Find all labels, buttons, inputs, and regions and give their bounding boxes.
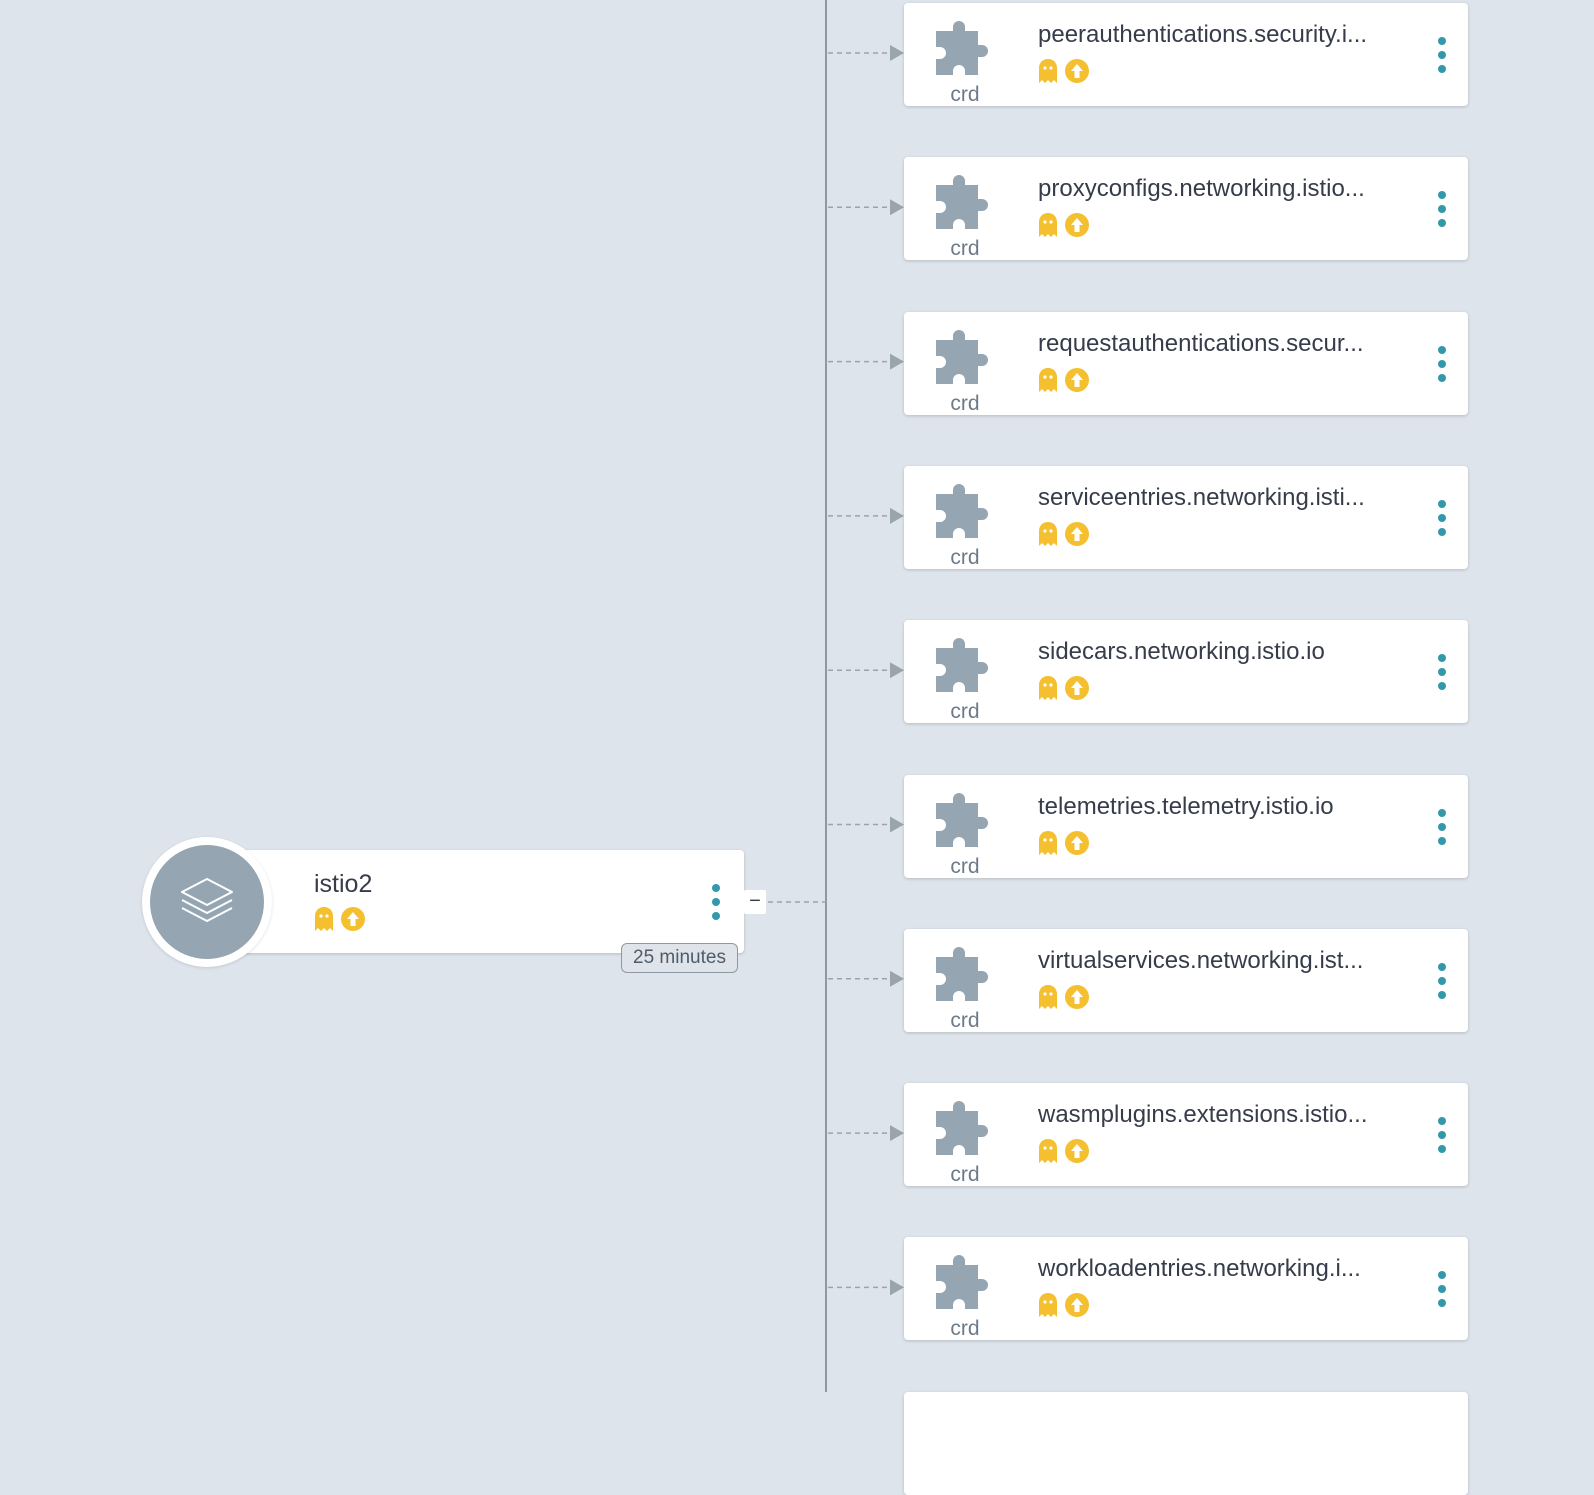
resource-node-card[interactable]: crd virtualservices.networking.ist...: [904, 928, 1468, 1032]
resource-node-card[interactable]: crd serviceentries.networking.isti...: [904, 465, 1468, 569]
resource-node-card[interactable]: crd proxyconfigs.networking.istio...: [904, 157, 1468, 261]
ghost-icon: [1039, 830, 1057, 855]
app-node-card[interactable]: istio2: [220, 850, 744, 953]
sync-arrow-icon: [1065, 984, 1089, 1009]
ghost-icon: [1039, 1139, 1057, 1164]
resource-name: telemetries.telemetry.istio.io: [1038, 792, 1334, 820]
sync-arrow-icon: [1065, 521, 1089, 546]
resource-menu-button[interactable]: [1432, 496, 1452, 540]
ghost-icon: [1039, 984, 1057, 1009]
branch-arrow: [890, 1279, 904, 1296]
sync-arrow-icon: [1065, 213, 1089, 238]
branch-arrow: [890, 199, 904, 216]
puzzle-piece-icon: [936, 946, 988, 1001]
ghost-icon: [1039, 676, 1057, 701]
ghost-icon: [1039, 213, 1057, 238]
resource-node-card[interactable]: crd telemetries.telemetry.istio.io: [904, 774, 1468, 878]
ghost-icon: [315, 907, 333, 931]
resource-node-card[interactable]: crd peerauthentications.security.i...: [904, 3, 1468, 106]
resource-kind-label: crd: [950, 237, 980, 261]
resource-status: [1038, 984, 1090, 1010]
resource-kind-label: crd: [950, 83, 980, 106]
puzzle-piece-icon: [936, 638, 988, 693]
puzzle-piece-icon: [936, 175, 988, 230]
branch-arrow: [890, 662, 904, 679]
resource-status: [1038, 830, 1090, 856]
ghost-icon: [1039, 367, 1057, 392]
sync-arrow-icon: [1065, 59, 1089, 83]
puzzle-piece-icon: [936, 21, 988, 75]
resource-name: requestauthentications.secur...: [1038, 329, 1364, 357]
puzzle-piece-icon: [936, 1101, 988, 1156]
resource-kind-label: crd: [950, 854, 980, 878]
branch-arrow: [890, 1125, 904, 1142]
app-node-status: [314, 906, 366, 932]
puzzle-piece-icon: [936, 1255, 988, 1310]
app-node-menu-button[interactable]: [706, 880, 726, 924]
resource-name: serviceentries.networking.isti...: [1038, 483, 1365, 511]
resource-node-card[interactable]: crd wasmplugins.extensions.istio...: [904, 1083, 1468, 1187]
resource-menu-button[interactable]: [1432, 805, 1452, 849]
resource-kind-label: crd: [950, 700, 980, 724]
puzzle-piece-icon: [936, 483, 988, 538]
branch-arrow: [890, 507, 904, 524]
age-badge: 25 minutes: [621, 943, 738, 973]
sync-arrow-icon: [1065, 1139, 1089, 1164]
ghost-icon: [1039, 59, 1057, 83]
resource-status: [1038, 1138, 1090, 1164]
tree-connector-lines: [768, 0, 904, 1392]
ghost-icon: [1039, 521, 1057, 546]
ghost-icon: [1039, 1293, 1057, 1318]
resource-status: [1038, 675, 1090, 701]
resource-status: [1038, 521, 1090, 547]
app-node-name: istio2: [314, 870, 373, 898]
branch-arrow: [890, 353, 904, 370]
puzzle-piece-icon: [936, 792, 988, 847]
resource-menu-button[interactable]: [1432, 33, 1452, 77]
collapse-toggle-button[interactable]: −: [744, 890, 766, 914]
layers-icon: [181, 878, 233, 922]
resource-menu-button[interactable]: [1432, 342, 1452, 386]
resource-node-card[interactable]: crd sidecars.networking.istio.io: [904, 620, 1468, 724]
sync-arrow-icon: [1065, 367, 1089, 392]
resource-menu-button[interactable]: [1432, 187, 1452, 231]
resource-status: [1038, 58, 1090, 84]
resource-name: virtualservices.networking.ist...: [1038, 946, 1364, 974]
resource-kind-label: crd: [950, 1008, 980, 1032]
resource-kind-label: crd: [950, 1317, 980, 1341]
resource-menu-button[interactable]: [1432, 1267, 1452, 1311]
resource-node-card[interactable]: crd workloadentries.networking.i...: [904, 1237, 1468, 1341]
resource-menu-button[interactable]: [1432, 1113, 1452, 1157]
resource-kind-label: crd: [950, 1163, 980, 1187]
resource-status: [1038, 1292, 1090, 1318]
sync-arrow-icon: [1065, 676, 1089, 701]
resource-name: wasmplugins.extensions.istio...: [1038, 1101, 1368, 1129]
puzzle-piece-icon: [936, 329, 988, 384]
branch-arrow: [890, 45, 904, 61]
resource-name: peerauthentications.security.i...: [1038, 21, 1368, 48]
resource-name: proxyconfigs.networking.istio...: [1038, 175, 1365, 203]
sync-arrow-icon: [1065, 1293, 1089, 1318]
app-node-icon-circle: [142, 837, 272, 967]
resource-status: [1038, 212, 1090, 238]
resource-node-card-partial[interactable]: [904, 1391, 1468, 1495]
resource-node-card[interactable]: crd requestauthentications.secur...: [904, 311, 1468, 415]
resource-name: sidecars.networking.istio.io: [1038, 638, 1325, 666]
resource-menu-button[interactable]: [1432, 650, 1452, 694]
branch-arrow: [890, 970, 904, 987]
resource-kind-label: crd: [950, 391, 980, 415]
sync-arrow-icon: [1065, 830, 1089, 855]
resource-menu-button[interactable]: [1432, 959, 1452, 1003]
resource-status: [1038, 367, 1090, 393]
resource-name: workloadentries.networking.i...: [1038, 1255, 1361, 1283]
sync-arrow-icon: [341, 907, 365, 931]
resource-kind-label: crd: [950, 545, 980, 569]
branch-arrow: [890, 816, 904, 833]
